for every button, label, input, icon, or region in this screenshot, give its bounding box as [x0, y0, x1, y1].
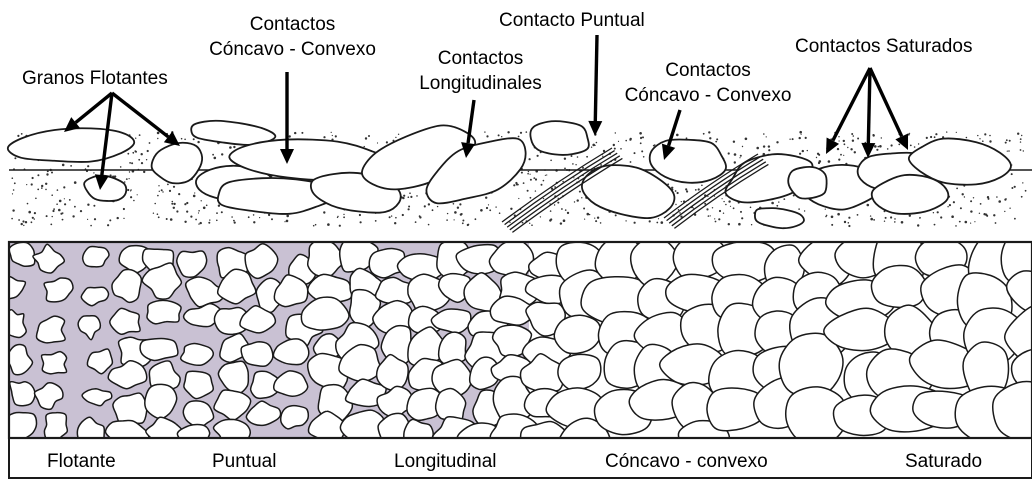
bottom-label-flotante: Flotante [47, 451, 116, 473]
label-contactos-concavo-2: Contactos Cóncavo - Convexo [603, 60, 813, 106]
pointer-arrow [588, 35, 602, 136]
bottom-label-saturado: Saturado [905, 451, 982, 473]
grain [140, 338, 178, 360]
grain [181, 343, 214, 365]
grain [788, 167, 826, 199]
packing-panel [0, 225, 1032, 478]
grain [404, 419, 433, 453]
label-contactos-concavo-1-line1: Contactos [190, 14, 395, 35]
pointer-arrow [826, 68, 870, 154]
grain [871, 266, 926, 308]
label-contactos-concavo-2-line1: Contactos [603, 60, 813, 81]
label-contactos-longitudinales: Contactos Longitudinales [398, 48, 563, 94]
pointer-arrow [280, 72, 294, 164]
label-contactos-concavo-2-line2: Cóncavo - Convexo [603, 85, 813, 106]
label-contacto-puntual: Contacto Puntual [499, 10, 645, 31]
bottom-label-concavo-convexo: Cóncavo - convexo [605, 451, 768, 473]
label-granos-flotantes: Granos Flotantes [22, 68, 168, 89]
grain [754, 207, 805, 231]
label-strip-border [9, 438, 1032, 478]
grain [554, 315, 600, 353]
label-contactos-saturados: Contactos Saturados [795, 36, 972, 57]
grain [41, 352, 66, 374]
bottom-label-puntual: Puntual [212, 451, 276, 473]
label-contactos-longitudinales-line1: Contactos [398, 48, 563, 69]
label-contactos-concavo-1: Contactos Cóncavo - Convexo [190, 14, 395, 60]
label-contactos-longitudinales-line2: Longitudinales [398, 73, 563, 94]
grain [529, 119, 591, 157]
grain [7, 125, 135, 166]
pointer-arrow [870, 68, 908, 150]
grain [113, 393, 147, 424]
grain [648, 136, 728, 186]
pointer-arrow [64, 93, 112, 132]
bottom-label-longitudinal: Longitudinal [394, 451, 496, 473]
grain [213, 419, 250, 444]
grain [147, 300, 181, 323]
grain [10, 382, 35, 406]
label-contactos-concavo-1-line2: Cóncavo - Convexo [190, 39, 395, 60]
grain [241, 342, 273, 366]
